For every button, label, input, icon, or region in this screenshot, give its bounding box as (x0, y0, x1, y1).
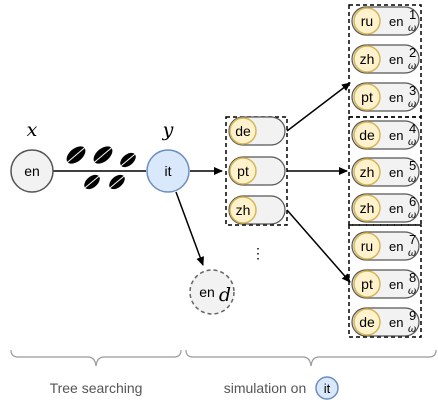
sim-brace (185, 349, 437, 367)
lang-label: pt (361, 89, 373, 105)
middle-pill-pt: pt (228, 156, 286, 186)
right-pill-3: pt en 3ω (351, 82, 420, 112)
lang-label: ru (361, 13, 373, 29)
middle-pills: de pt zh (228, 116, 286, 225)
lang-circle (353, 194, 381, 222)
output-sup: 1 (409, 7, 416, 22)
output-sub: ω (408, 286, 416, 297)
lang-circle (229, 117, 257, 145)
output-sup: 9 (409, 308, 416, 323)
lang-label: ru (361, 238, 373, 254)
output-label: en (389, 277, 403, 292)
lang-label: zh (236, 202, 251, 218)
source-node-label: en (24, 163, 40, 179)
lang-label: de (359, 127, 375, 143)
target-node-it (146, 149, 190, 193)
lang-circle (353, 158, 381, 186)
output-sup: 4 (409, 121, 416, 136)
lang-circle (353, 308, 381, 336)
output-sub: ω (408, 210, 416, 221)
output-sup: 8 (409, 270, 416, 285)
lang-label: de (235, 123, 251, 139)
more-dots: ⋮ (251, 245, 265, 261)
right-pill-1: ru en 1ω (351, 6, 420, 36)
edge-zh-group3 (286, 209, 351, 283)
right-group-3-box (348, 224, 422, 338)
lang-label: zh (360, 51, 375, 67)
output-label: en (389, 239, 403, 254)
output-sub: ω (408, 61, 416, 72)
lang-circle (353, 121, 381, 149)
lang-circle (353, 270, 381, 298)
output-sub: ω (408, 174, 416, 185)
output-sup: 5 (409, 158, 416, 173)
lang-circle (353, 232, 381, 260)
output-label: en (389, 128, 403, 143)
lang-label: zh (360, 164, 375, 180)
output-sup: 7 (409, 232, 416, 247)
lang-circle (229, 157, 257, 185)
output-sup: 2 (409, 45, 416, 60)
y-label: y (162, 119, 174, 141)
lang-label: zh (360, 200, 375, 216)
draft-node-en-d (189, 269, 235, 315)
sim-it-node (315, 376, 339, 400)
output-label: en (389, 165, 403, 180)
lang-label: pt (237, 163, 249, 179)
lang-circle (353, 45, 381, 73)
edge-de-group1 (286, 82, 351, 132)
lang-label: de (359, 314, 375, 330)
draft-node-label: en (199, 284, 215, 300)
output-sup: 6 (409, 194, 416, 209)
lang-circle (229, 196, 257, 224)
output-label: en (389, 14, 403, 29)
output-sub: ω (408, 248, 416, 259)
output-label: en (389, 201, 403, 216)
x-label: x (27, 119, 38, 141)
sim-it-label: it (324, 381, 331, 396)
target-node-label: it (165, 163, 172, 179)
output-sup: 3 (409, 83, 416, 98)
right-pill-7: ru en 7ω (351, 231, 420, 261)
middle-pill-de: de (228, 116, 286, 146)
edge-it-draft (175, 191, 204, 266)
draft-node-sub: d (219, 284, 231, 306)
output-sub: ω (408, 324, 416, 335)
output-label: en (389, 90, 403, 105)
middle-pill-zh: zh (228, 195, 286, 225)
right-group-2-box (348, 116, 422, 226)
source-node-en (10, 149, 54, 193)
output-label: en (389, 315, 403, 330)
output-sub: ω (408, 99, 416, 110)
lang-circle (353, 7, 381, 35)
leaves-icon (66, 146, 136, 190)
output-sub: ω (408, 23, 416, 34)
tree-brace (10, 349, 182, 367)
right-pill-8: pt en 8ω (351, 269, 420, 299)
simulation-caption: simulation on (224, 380, 307, 396)
lang-label: pt (361, 276, 373, 292)
tree-searching-caption: Tree searching (50, 380, 143, 396)
output-sub: ω (408, 137, 416, 148)
output-label: en (389, 52, 403, 67)
lang-circle (353, 83, 381, 111)
